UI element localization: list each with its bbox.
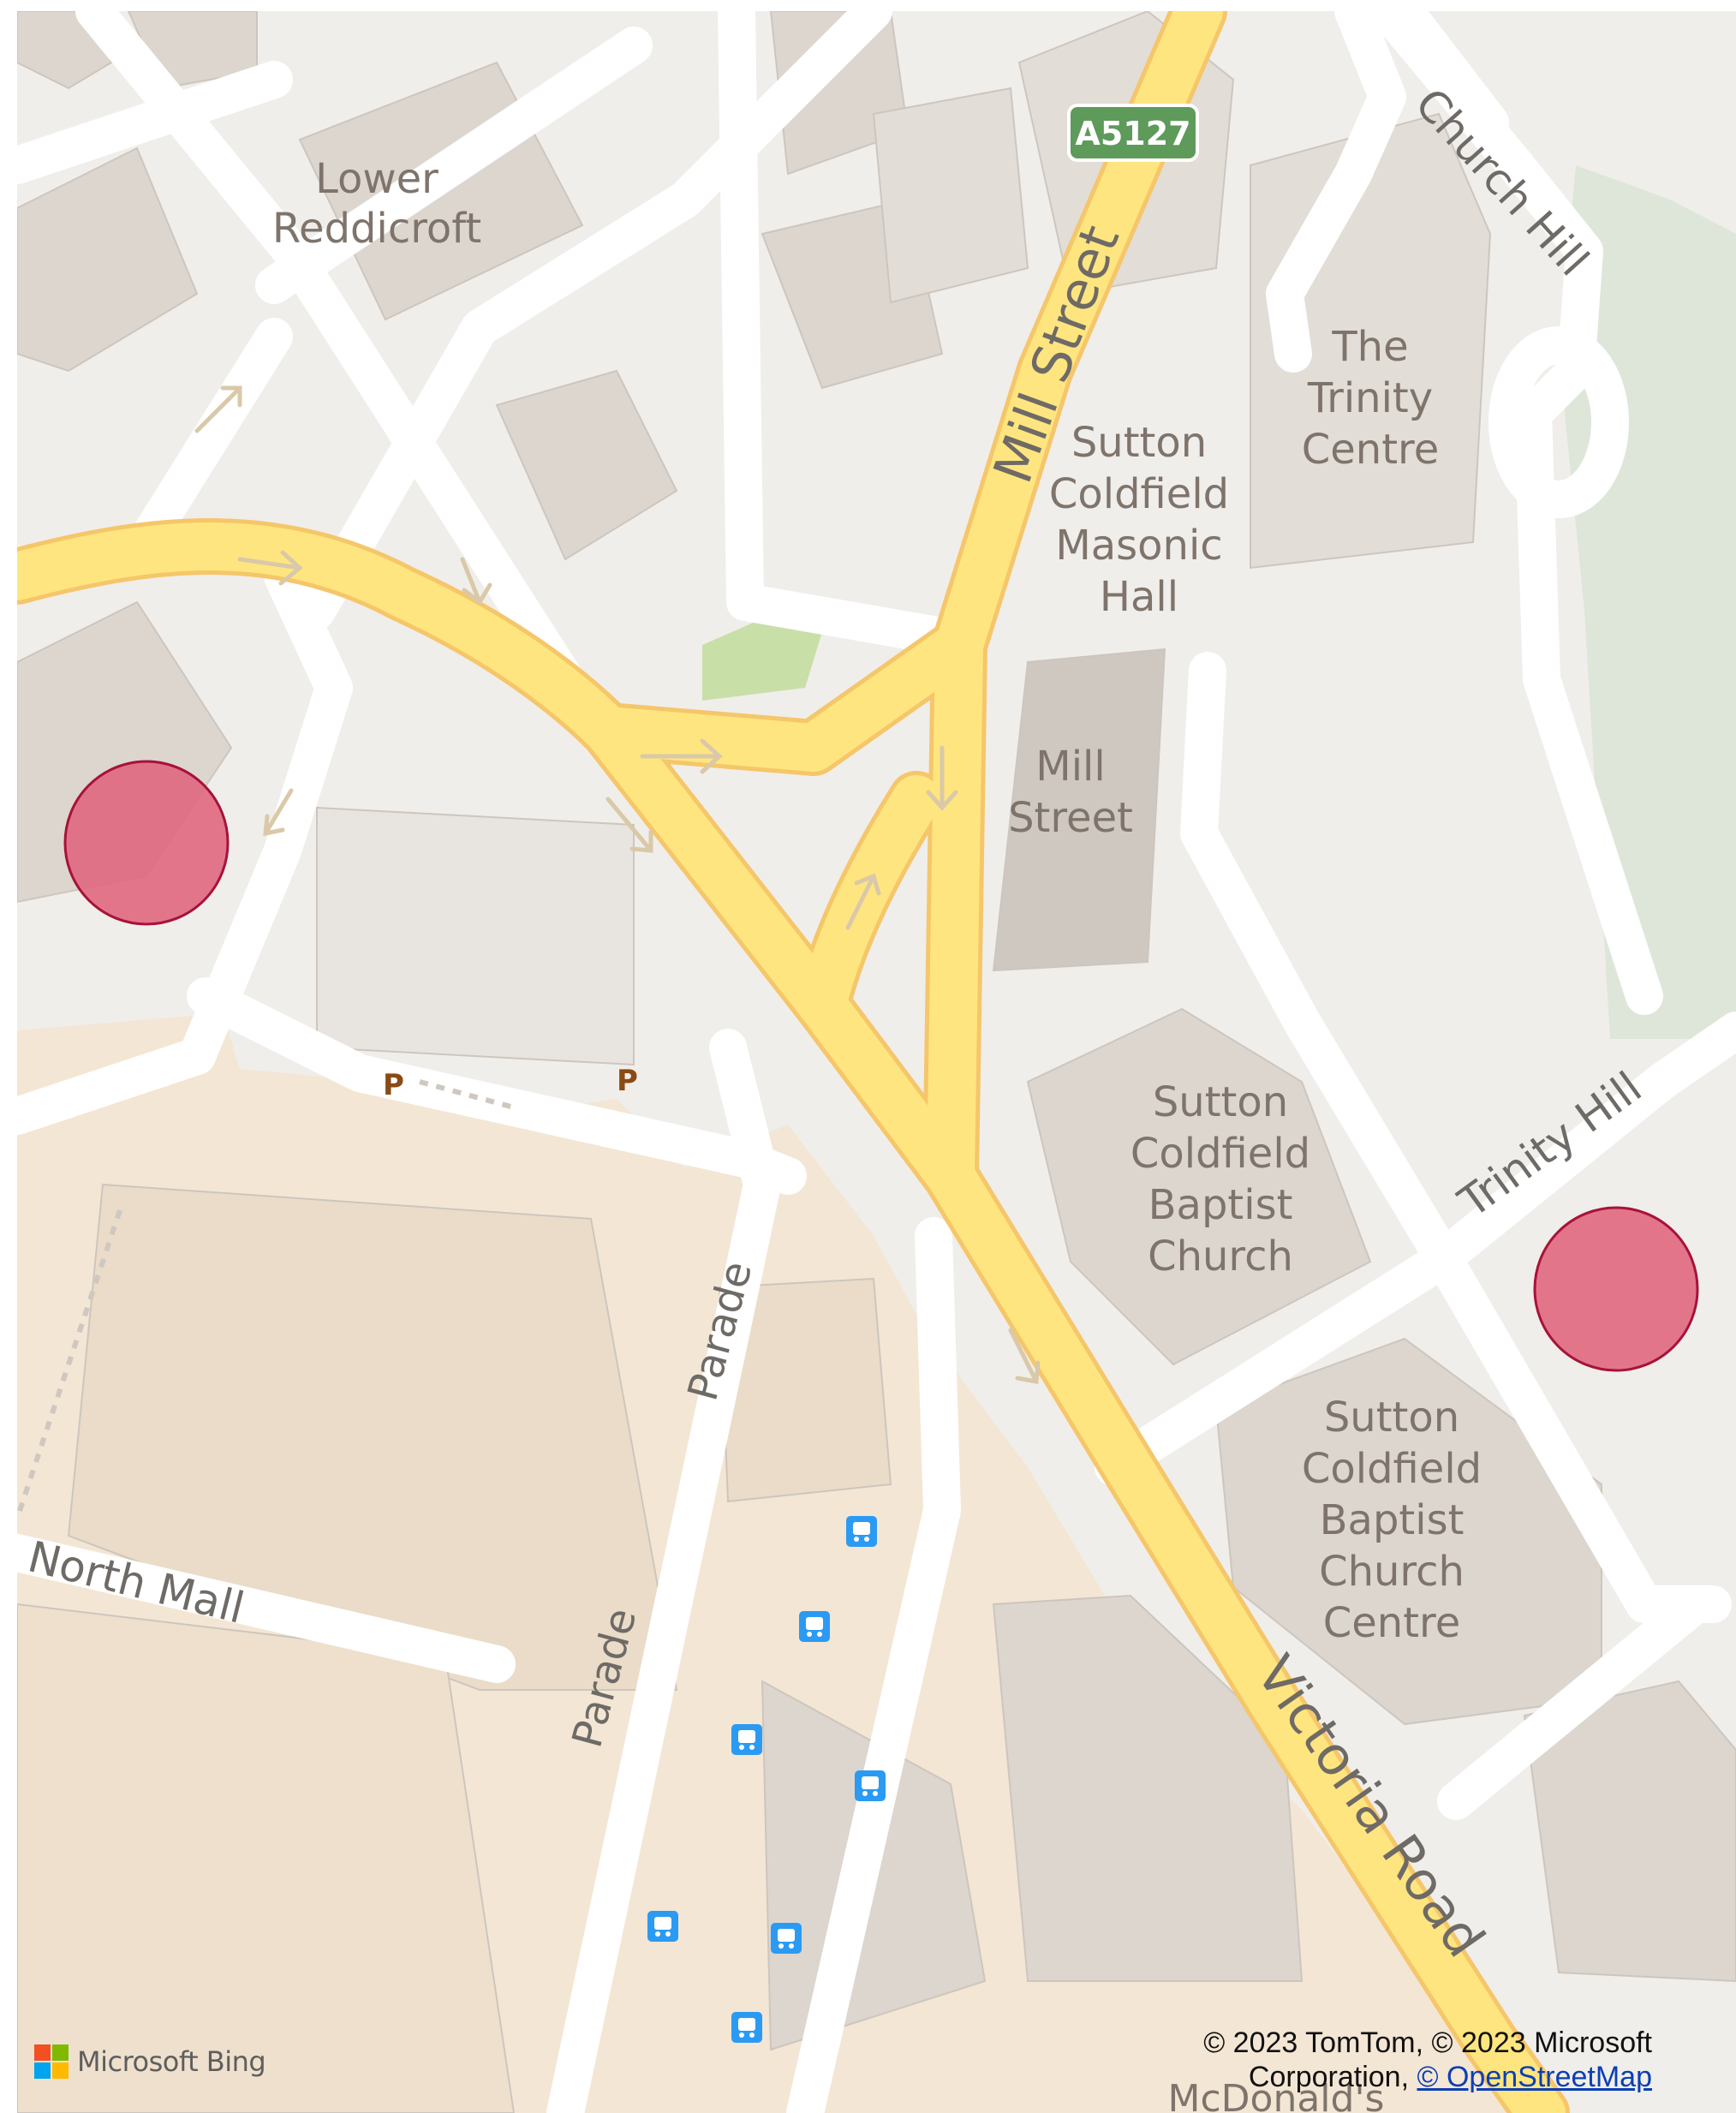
major-roads	[17, 11, 1570, 2113]
area-label-line: Masonic	[1055, 522, 1222, 570]
area-label-line: Baptist	[1148, 1181, 1293, 1229]
area-label-line: Church	[1319, 1548, 1465, 1596]
logo-text: Microsoft Bing	[77, 2045, 266, 2078]
area-label-line: Sutton	[1071, 419, 1207, 467]
area-label-line: Church	[1148, 1233, 1293, 1280]
area-label-baptist-church: Sutton Coldfield Baptist Church	[1130, 1078, 1310, 1280]
bing-logo: Microsoft Bing	[34, 2043, 266, 2080]
marker-west[interactable]	[63, 760, 230, 926]
area-label-line: Hall	[1100, 573, 1178, 621]
area-label-trinity-centre: The Trinity Centre	[1302, 323, 1440, 474]
attribution-line-2: Corporation, © OpenStreetMap	[1203, 2060, 1652, 2094]
bus-stop-icon[interactable]	[647, 1911, 678, 1942]
parking-icon[interactable]: P	[383, 1068, 404, 1102]
direction-arrows	[194, 385, 1041, 1384]
area-label-line: Mill	[1035, 743, 1105, 791]
area-label-line: Street	[1008, 794, 1133, 842]
area-label-mill-street: Mill Street	[1008, 743, 1133, 842]
bus-stop-icon[interactable]	[846, 1516, 877, 1547]
dashed-path	[17, 1079, 515, 1519]
buildings	[17, 11, 1736, 2113]
microsoft-logo-icon	[34, 2044, 69, 2079]
attribution-line-1: © 2023 TomTom, © 2023 Microsoft	[1203, 2026, 1652, 2059]
parking-icon[interactable]: P	[617, 1064, 638, 1098]
marker-east[interactable]	[1533, 1206, 1699, 1372]
openstreetmap-link[interactable]: © OpenStreetMap	[1417, 2061, 1652, 2093]
area-label-line: Sutton	[1324, 1394, 1459, 1441]
area-label-line: The	[1331, 323, 1408, 371]
street-label-trinity-hill: Trinity Hill	[1449, 1062, 1650, 1227]
bus-stop-icon[interactable]	[855, 1770, 886, 1801]
area-label-line: Centre	[1323, 1599, 1461, 1647]
area-label-line: Centre	[1302, 426, 1440, 474]
bus-stop-icon[interactable]	[771, 1923, 802, 1954]
map-canvas[interactable]: Lower Reddicroft The Trinity Centre Sutt…	[17, 11, 1736, 2113]
area-label-line: Coldfield	[1302, 1445, 1482, 1493]
bus-stops	[647, 1516, 886, 2043]
area-label-line: Coldfield	[1130, 1130, 1310, 1178]
area-label-line: Reddicroft	[272, 205, 481, 253]
attribution-text: Corporation,	[1248, 2061, 1417, 2093]
area-label-line: Sutton	[1153, 1078, 1288, 1126]
map-attribution: © 2023 TomTom, © 2023 Microsoft Corporat…	[1203, 2026, 1652, 2094]
area-label-masonic-hall: Sutton Coldfield Masonic Hall	[1049, 419, 1229, 621]
bus-stop-icon[interactable]	[731, 1724, 762, 1755]
area-label-line: Lower	[315, 155, 438, 203]
area-label-line: Coldfield	[1049, 470, 1229, 518]
area-label-baptist-church-centre: Sutton Coldfield Baptist Church Centre	[1302, 1394, 1482, 1647]
area-label-line: Trinity	[1307, 374, 1433, 422]
roundabout	[1488, 326, 1629, 518]
bus-stop-icon[interactable]	[799, 1611, 830, 1642]
road-shield: A5127	[1067, 104, 1199, 162]
bus-stop-icon[interactable]	[731, 2012, 762, 2043]
road-shield-label: A5127	[1075, 115, 1190, 152]
area-label-line: Baptist	[1320, 1496, 1465, 1544]
area-label-lower-reddicroft: Lower Reddicroft	[272, 155, 481, 253]
poi-label-mcdonalds: McDonald's	[1168, 2077, 1385, 2113]
minor-roads	[17, 11, 1736, 2113]
